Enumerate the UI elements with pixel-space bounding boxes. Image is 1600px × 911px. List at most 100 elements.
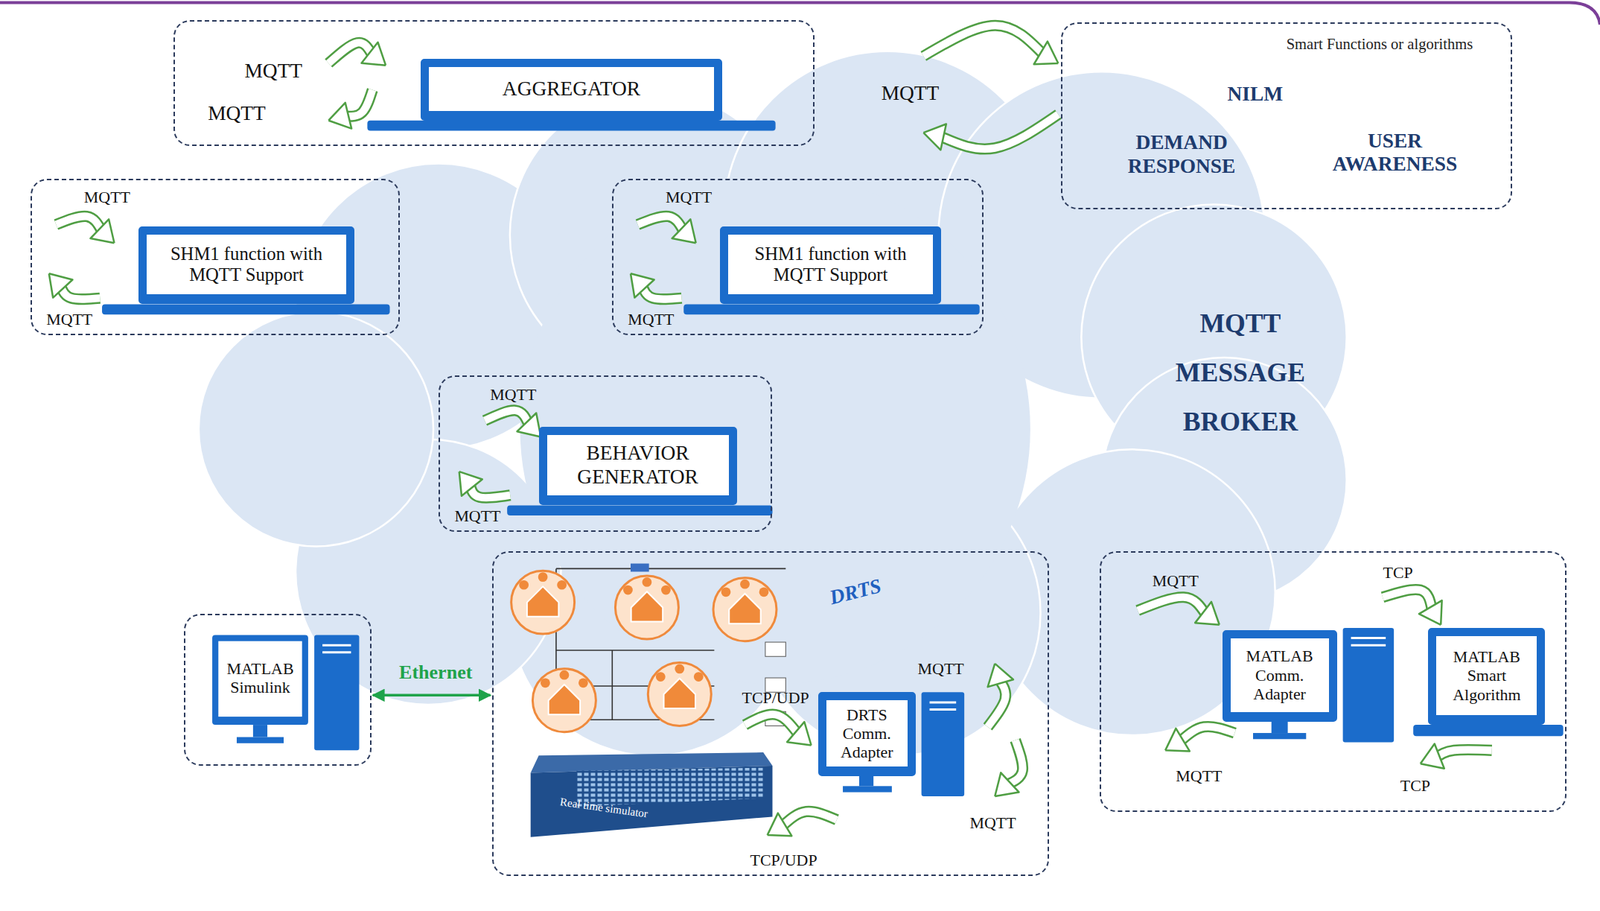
laptop-base	[367, 120, 776, 132]
appliance-dot	[759, 586, 770, 597]
flow-arrow-head	[1165, 728, 1190, 751]
grid-line	[556, 568, 786, 570]
group-label: MQTT	[918, 658, 965, 678]
mqtt-arrow	[744, 714, 811, 745]
flow-arrow-head	[1420, 743, 1445, 769]
mqtt-arrow	[1382, 588, 1443, 624]
flow-arrow-body	[638, 215, 684, 231]
connector	[923, 25, 1058, 65]
computer-screen: BEHAVIOR GENERATOR	[539, 426, 738, 506]
mqtt-arrow	[987, 663, 1014, 727]
pc-slot	[929, 708, 957, 711]
group-label: NILM	[1226, 83, 1283, 108]
computer-screen: DRTS Comm. Adapter	[818, 691, 916, 776]
flow-arrow-head	[987, 663, 1014, 687]
flow-arrow-outline	[987, 679, 1006, 727]
screen-label: BEHAVIOR GENERATOR	[551, 441, 723, 489]
computer-screen: AGGREGATOR	[420, 58, 723, 120]
house-circle	[614, 575, 679, 639]
computer-screen: SHM1 function with MQTT Support	[719, 226, 942, 304]
screen-label: AGGREGATOR	[502, 77, 641, 102]
connector	[923, 114, 1058, 151]
pc-slot	[1351, 636, 1387, 639]
house-icon	[527, 585, 559, 616]
appliance-dot	[655, 671, 666, 682]
group-label: MQTT	[244, 59, 303, 84]
house-icon	[728, 593, 761, 624]
screen-label: SHM1 function with MQTT Support	[151, 243, 341, 286]
flow-arrow-outline	[1180, 725, 1235, 741]
laptop-base	[1413, 724, 1563, 736]
computer-screen: MATLAB Smart Algorithm	[1428, 627, 1545, 725]
flow-arrow-body	[61, 285, 101, 299]
monitor-stand	[236, 737, 284, 744]
group-label: MATLAB Simulink	[220, 658, 301, 697]
flow-arrow-head	[630, 273, 655, 298]
group-label: MQTT MESSAGE BROKER	[1168, 299, 1312, 447]
broker-arrow-head	[1034, 41, 1059, 65]
group-label: TCP/UDP	[750, 851, 818, 870]
mqtt-arrow	[49, 273, 101, 299]
flow-arrow-head	[49, 273, 73, 298]
group-label: MQTT	[46, 309, 93, 329]
mqtt-arrow	[328, 90, 373, 129]
flow-arrow-head	[459, 471, 483, 496]
screen-label: MATLAB Comm. Adapter	[1235, 646, 1324, 703]
component-group: MQTTMQTTAGGREGATOR	[173, 20, 815, 146]
broker-arrow-body	[923, 25, 1044, 56]
house-circle	[511, 570, 575, 634]
flow-arrow-body	[1007, 740, 1023, 785]
pc-slot	[929, 700, 957, 703]
group-label: MQTT	[489, 385, 537, 405]
group-label: MQTT	[627, 309, 674, 329]
flow-arrow-outline	[61, 285, 101, 299]
grid-line	[612, 649, 614, 720]
simulator-ports	[576, 767, 764, 807]
house-circle	[647, 661, 712, 726]
load-box	[765, 641, 786, 656]
house-circle	[713, 577, 777, 642]
flow-arrow-body	[1180, 725, 1235, 741]
computer-screen: SHM1 function with MQTT Support	[138, 226, 355, 304]
laptop-base	[102, 303, 390, 315]
flow-arrow-body	[642, 285, 682, 299]
flow-arrow-head	[672, 218, 697, 243]
flow-arrow-outline	[638, 215, 684, 231]
group-label: MQTT	[454, 507, 501, 526]
flow-arrow-body	[1436, 748, 1492, 757]
mqtt-arrow	[638, 215, 697, 243]
flow-arrow-outline	[642, 285, 682, 299]
group-label: Real time simulator	[559, 795, 649, 822]
screen-label: SHM1 function with MQTT Support	[733, 243, 928, 286]
mqtt-arrow	[484, 410, 541, 438]
appliance-dot	[518, 579, 529, 590]
laptop-base	[683, 303, 980, 315]
appliance-dot	[623, 585, 633, 595]
flow-arrow-head	[328, 102, 352, 129]
flow-arrow-body	[782, 810, 837, 826]
connector	[373, 694, 491, 696]
flow-arrow-outline	[1007, 740, 1023, 785]
flow-arrow-head	[90, 218, 114, 243]
group-label: DEMAND RESPONSE	[1104, 131, 1259, 179]
mqtt-arrow	[1420, 743, 1493, 769]
transformer	[630, 563, 650, 572]
flow-arrow-outline	[744, 714, 798, 734]
appliance-dot	[556, 579, 567, 590]
broker-arrow-head	[923, 123, 947, 150]
appliance-dot	[674, 664, 685, 674]
flow-arrow-head	[994, 772, 1019, 796]
flow-arrow-body	[345, 90, 373, 117]
component-group: MQTTTCPMQTTTCPMATLAB Comm. AdapterMATLAB…	[1099, 550, 1566, 811]
laptop-base	[507, 504, 773, 516]
broker-arrow-body	[940, 114, 1058, 149]
screen-label: MATLAB Smart Algorithm	[1441, 646, 1532, 704]
connector-label: Ethernet	[399, 661, 473, 684]
broker-arrow-outline	[923, 25, 1044, 56]
group-label: DRTS	[827, 574, 884, 610]
flow-arrow-head	[786, 721, 811, 745]
component-group: MQTT MQTT BEHAVIOR GENERATOR	[438, 375, 773, 532]
component-group: Smart Functions or algorithmsNILMDEMAND …	[1060, 22, 1513, 210]
pc-tower	[1343, 627, 1395, 743]
